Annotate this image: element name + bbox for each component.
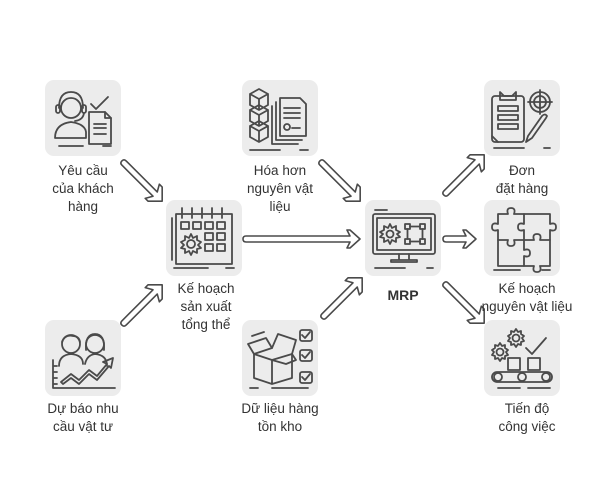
node-label: Yêu cầu của khách hàng (52, 163, 114, 214)
edge-customer-to-plan (120, 159, 163, 202)
edge-bill-to-mrp (318, 159, 361, 202)
people-trend-chart-icon (45, 320, 121, 396)
clipboard-pen-icon (484, 80, 560, 156)
edge-forecast-to-plan (120, 284, 163, 327)
puzzle-icon (484, 200, 560, 276)
node-label: Tiến độ công việc (498, 401, 556, 434)
edge-plan-to-mrp (242, 229, 361, 249)
node-label: Dữ liệu hàng tồn kho (241, 401, 319, 434)
open-box-checklist-icon (242, 320, 318, 396)
stacked-cubes-documents-icon (242, 80, 318, 156)
node-label: Dự báo nhu cầu vật tư (47, 401, 119, 434)
edge-inventory-to-mrp (320, 277, 363, 320)
calendar-gear-icon (166, 200, 242, 276)
monitor-gear-flowchart-icon (365, 200, 441, 276)
node-label: Kế hoạch nguyên vật liệu (481, 281, 573, 314)
customer-support-checklist-icon (45, 80, 121, 156)
node-label: Đơn đặt hàng (495, 163, 549, 196)
edge-mrp-to-order (442, 154, 485, 197)
gears-conveyor-icon (484, 320, 560, 396)
node-label: Hóa hơn nguyên vật liệu (246, 163, 314, 214)
edge-mrp-to-progress (442, 281, 485, 324)
edge-mrp-to-material-plan (442, 229, 477, 249)
node-label: Kế hoạch sản xuất tổng thể (177, 281, 235, 332)
node-label: MRP (387, 287, 419, 303)
